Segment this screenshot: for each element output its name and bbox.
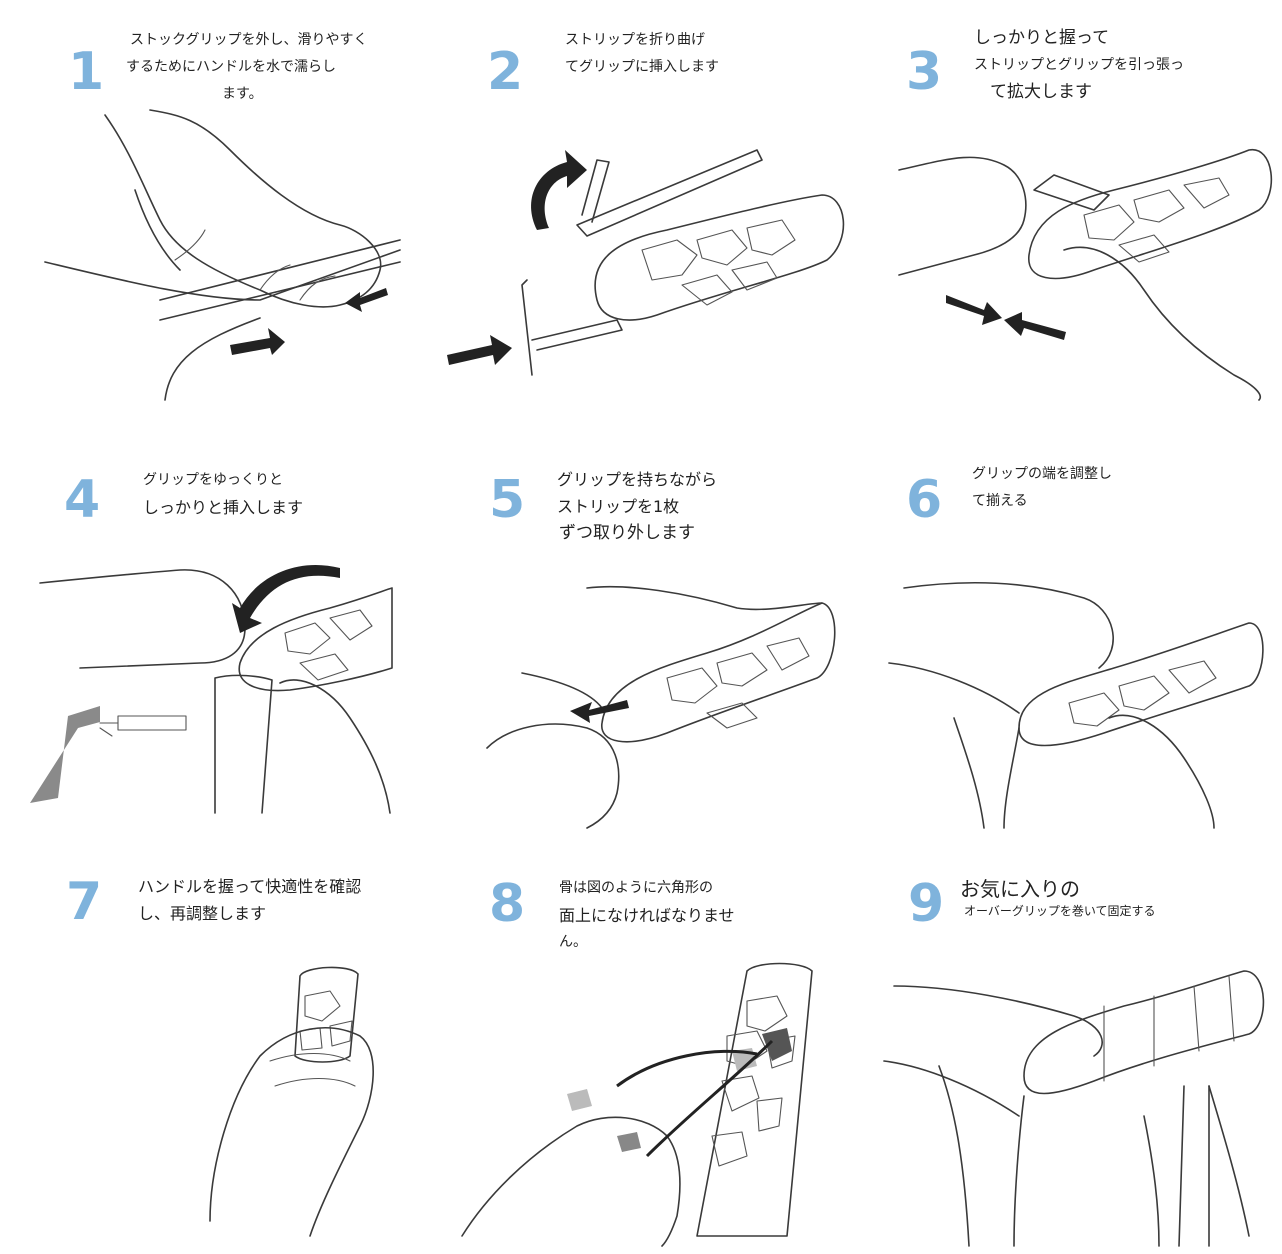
- illustration-overgrip-wrap: [854, 836, 1281, 1254]
- step-3: 3 しっかりと握って ストリップとグリップを引っ張っ て拡大します: [854, 0, 1281, 418]
- step-7: 7 ハンドルを握って快適性を確認 し、再調整します: [0, 836, 427, 1254]
- illustration-adjust-grip-end: [854, 418, 1281, 836]
- step-5: 5 グリップを持ちながら ストリップを1枚 ずつ取り外します: [427, 418, 854, 836]
- step-4: 4 グリップをゆっくりと しっかりと挿入します: [0, 418, 427, 836]
- illustration-insert-grip: [0, 418, 427, 836]
- step-9: 9 お気に入りの オーバーグリップを巻いて固定する: [854, 836, 1281, 1254]
- illustration-wet-handlebar: [0, 0, 427, 418]
- illustration-fold-strip: [427, 0, 854, 418]
- illustration-remove-strips: [427, 418, 854, 836]
- illustration-align-hexagon: [427, 836, 854, 1254]
- illustration-stretch-grip: [854, 0, 1281, 418]
- step-8: 8 骨は図のように六角形の 面上になければなりませ ん。: [427, 836, 854, 1254]
- illustration-check-comfort: [0, 836, 427, 1254]
- step-1: 1 ストックグリップを外し、滑りやすく するためにハンドルを水で濡らし ます。: [0, 0, 427, 418]
- step-6: 6 グリップの端を調整し て揃える: [854, 418, 1281, 836]
- step-2: 2 ストリップを折り曲げ てグリップに挿入します: [427, 0, 854, 418]
